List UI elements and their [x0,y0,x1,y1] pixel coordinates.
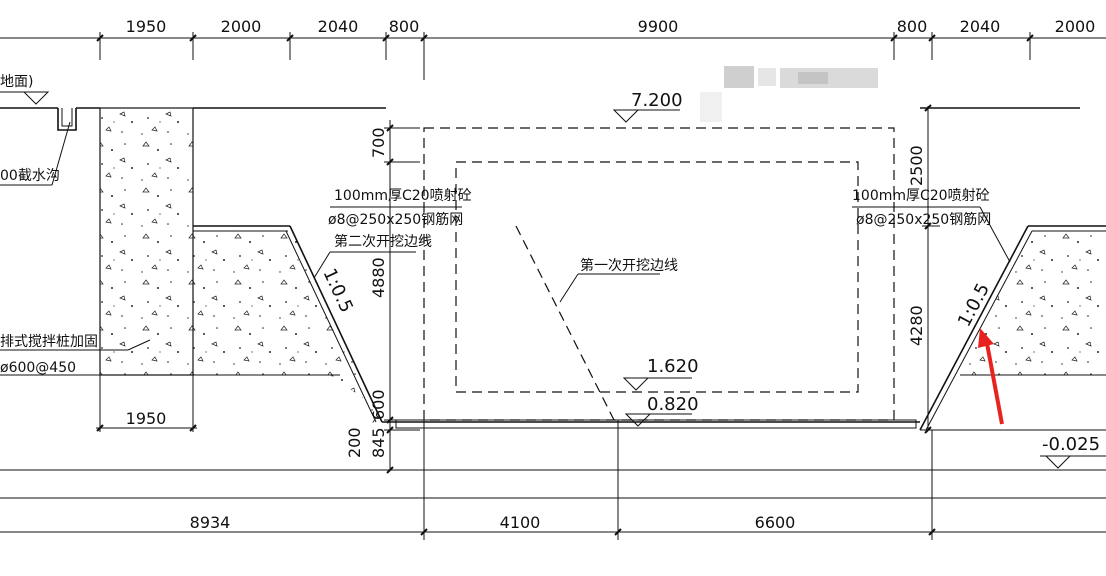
pile-spec: ø600@450 [0,360,76,376]
ditch-label: 00截水沟 [0,168,60,184]
left-slope-annotations: 100mm厚C20喷射砼 ø8@250x250钢筋网 第二次开挖边线 1:0.5 [313,188,472,316]
left-ground: 地面) 00截水沟 [0,74,386,186]
top-dim-7: 2040 [960,17,1001,36]
mesh-left-label: ø8@250x250钢筋网 [328,211,463,228]
bottom-dimension-chain: 8934 4100 6600 [0,420,1106,540]
shotcrete-left-label: 100mm厚C20喷射砼 [334,188,472,204]
bottom-dim-3: 6600 [755,513,796,532]
vdim-200: 200 [345,427,364,458]
right-vertical-dims: 2500 4280 [907,104,940,434]
bottom-dim-2: 4100 [500,513,541,532]
first-line-label: 第一次开挖边线 [580,257,678,274]
bottom-dim-1: 8934 [190,513,231,532]
right-slope-annotations: 100mm厚C20喷射砼 ø8@250x250钢筋网 1:0.5 [852,188,1011,330]
vdim-2500: 2500 [907,145,926,186]
ground-label: 地面) [0,74,33,90]
top-dim-6: 800 [897,17,928,36]
top-dim-5: 9900 [638,17,679,36]
vdim-845: 845 [369,427,388,458]
elev-bottom: 0.820 [647,394,699,415]
elev-mid: 1.620 [647,356,699,377]
blurred-watermark [700,66,878,122]
left-berm [193,225,383,424]
pit-bottom [382,419,1106,431]
pile-label: 排式搅拌桩加固 [0,333,98,350]
mixing-pile-column: 排式搅拌桩加固 ø600@450 [0,107,194,376]
red-arrow-icon [978,328,1004,425]
elev-right: -0.025 [1042,434,1100,455]
elev-top: 7.200 [631,90,683,111]
vdim-4880: 4880 [369,257,388,298]
top-dim-1: 1950 [126,17,167,36]
right-berm [919,107,1106,431]
top-dim-3: 2040 [318,17,359,36]
shotcrete-right-label: 100mm厚C20喷射砼 [852,188,990,204]
elevation-markers: 7.200 1.620 0.820 -0.025 [612,90,1106,469]
excavation-outlines: 第一次开挖边线 [423,127,895,421]
top-dim-2: 2000 [221,17,262,36]
top-dim-8: 2000 [1055,17,1096,36]
top-dim-4: 800 [389,17,420,36]
second-line-label: 第二次开挖边线 [334,233,432,250]
mesh-right-label: ø8@250x250钢筋网 [856,211,991,228]
top-dimension-chain: 1950 2000 2040 800 9900 800 2040 2000 [0,17,1106,80]
left-bottom-dim-text: 1950 [126,409,167,428]
vdim-4280: 4280 [907,305,926,346]
vdim-600: 600 [369,389,388,420]
vdim-700: 700 [369,127,388,158]
left-bottom-dim: 1950 [96,375,197,432]
